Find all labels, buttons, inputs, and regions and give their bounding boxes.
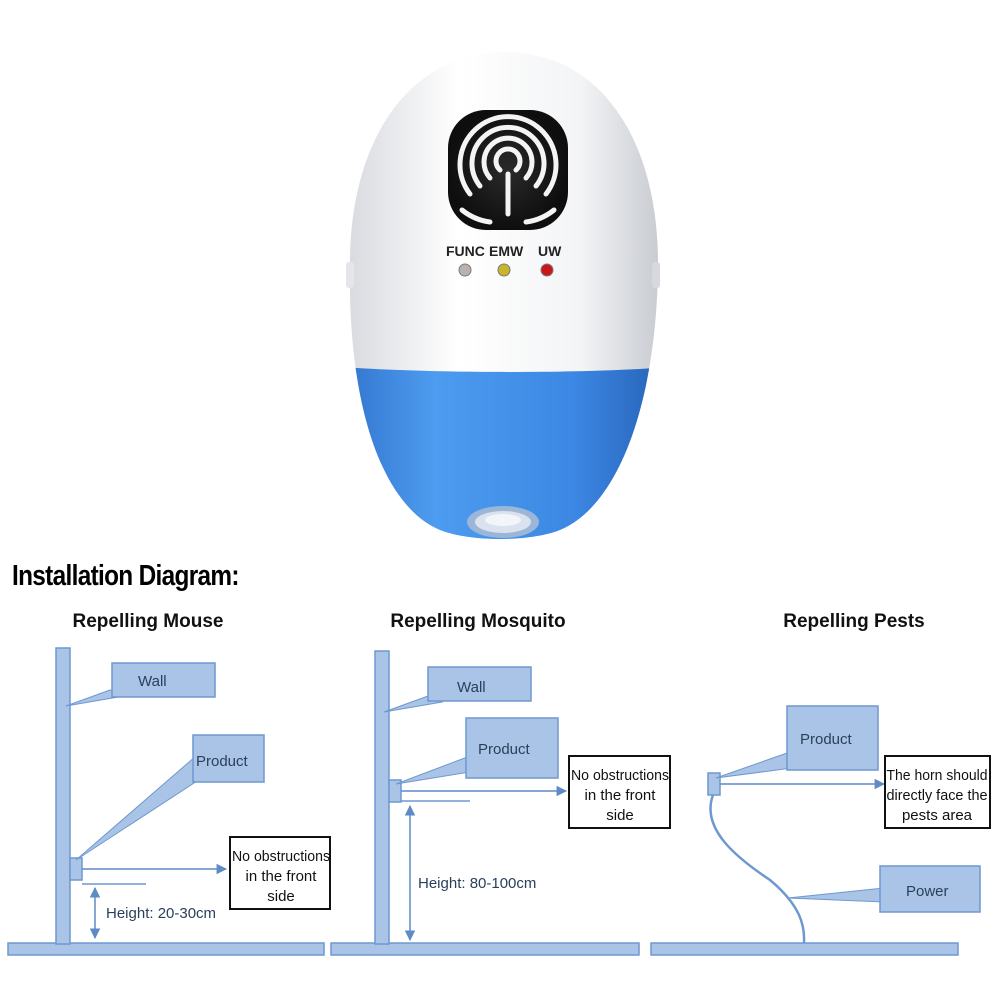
product-3 [707, 772, 721, 796]
power-cord [709, 794, 806, 944]
product-callout-3 [786, 705, 879, 771]
height-label-2: Height: 80-100cm [418, 875, 536, 892]
note-2-line-1: No obstructions [571, 767, 669, 784]
height-label-1: Height: 20-30cm [106, 905, 216, 922]
wall-label-1: Wall [138, 673, 167, 690]
mosquito-diagram: Wall Product No obstructions in the fron… [330, 650, 671, 956]
installation-diagram-heading: Installation Diagram: [12, 560, 239, 592]
night-light [467, 506, 539, 538]
uw-led [540, 263, 554, 277]
wall-label-2: Wall [457, 679, 486, 696]
emw-led [497, 263, 511, 277]
wall-callout-1 [111, 662, 216, 698]
note-2-line-3: side [606, 807, 634, 824]
emw-label: EMW [489, 243, 524, 259]
product-callout-2 [465, 717, 559, 779]
product-1 [69, 857, 83, 881]
panel-title-pests: Repelling Pests [783, 611, 925, 632]
wall-1 [55, 647, 71, 945]
note-1-line-2: in the front [246, 868, 318, 885]
pests-diagram: Product Power The horn should directly f… [650, 705, 991, 956]
installation-diagram: Wall Product No obstructions in the fron… [7, 647, 991, 956]
note-3-line-2: directly face the [887, 787, 988, 804]
floor-2 [330, 942, 640, 956]
panel-title-mouse: Repelling Mouse [72, 611, 224, 632]
wall-callout-2 [427, 666, 532, 702]
power-label: Power [906, 883, 949, 900]
wall-2 [374, 650, 390, 945]
note-box-3 [884, 755, 991, 829]
note-3-line-3: pests area [902, 807, 973, 824]
mouse-diagram: Wall Product No obstructions in the fron… [7, 647, 331, 956]
func-label: FUNC [446, 243, 485, 259]
note-3-line-1: The horn should [887, 767, 988, 784]
product-label-1: Product [196, 753, 249, 770]
func-led [458, 263, 472, 277]
note-1-line-3: side [267, 888, 295, 905]
product-callout-1 [192, 734, 265, 783]
note-1-line-1: No obstructions [232, 848, 330, 865]
uw-label: UW [538, 243, 562, 259]
product-label-2: Product [478, 741, 531, 758]
note-box-2 [568, 755, 671, 829]
note-box-1 [229, 836, 331, 910]
floor-1 [7, 942, 325, 956]
product-label-3: Product [800, 731, 853, 748]
panel-title-mosquito: Repelling Mosquito [390, 611, 566, 632]
floor-3 [650, 942, 959, 956]
note-2-line-2: in the front [585, 787, 657, 804]
product-image: FUNC EMW UW [346, 52, 660, 539]
power-callout [879, 865, 981, 913]
speaker-grille-icon [448, 110, 568, 230]
